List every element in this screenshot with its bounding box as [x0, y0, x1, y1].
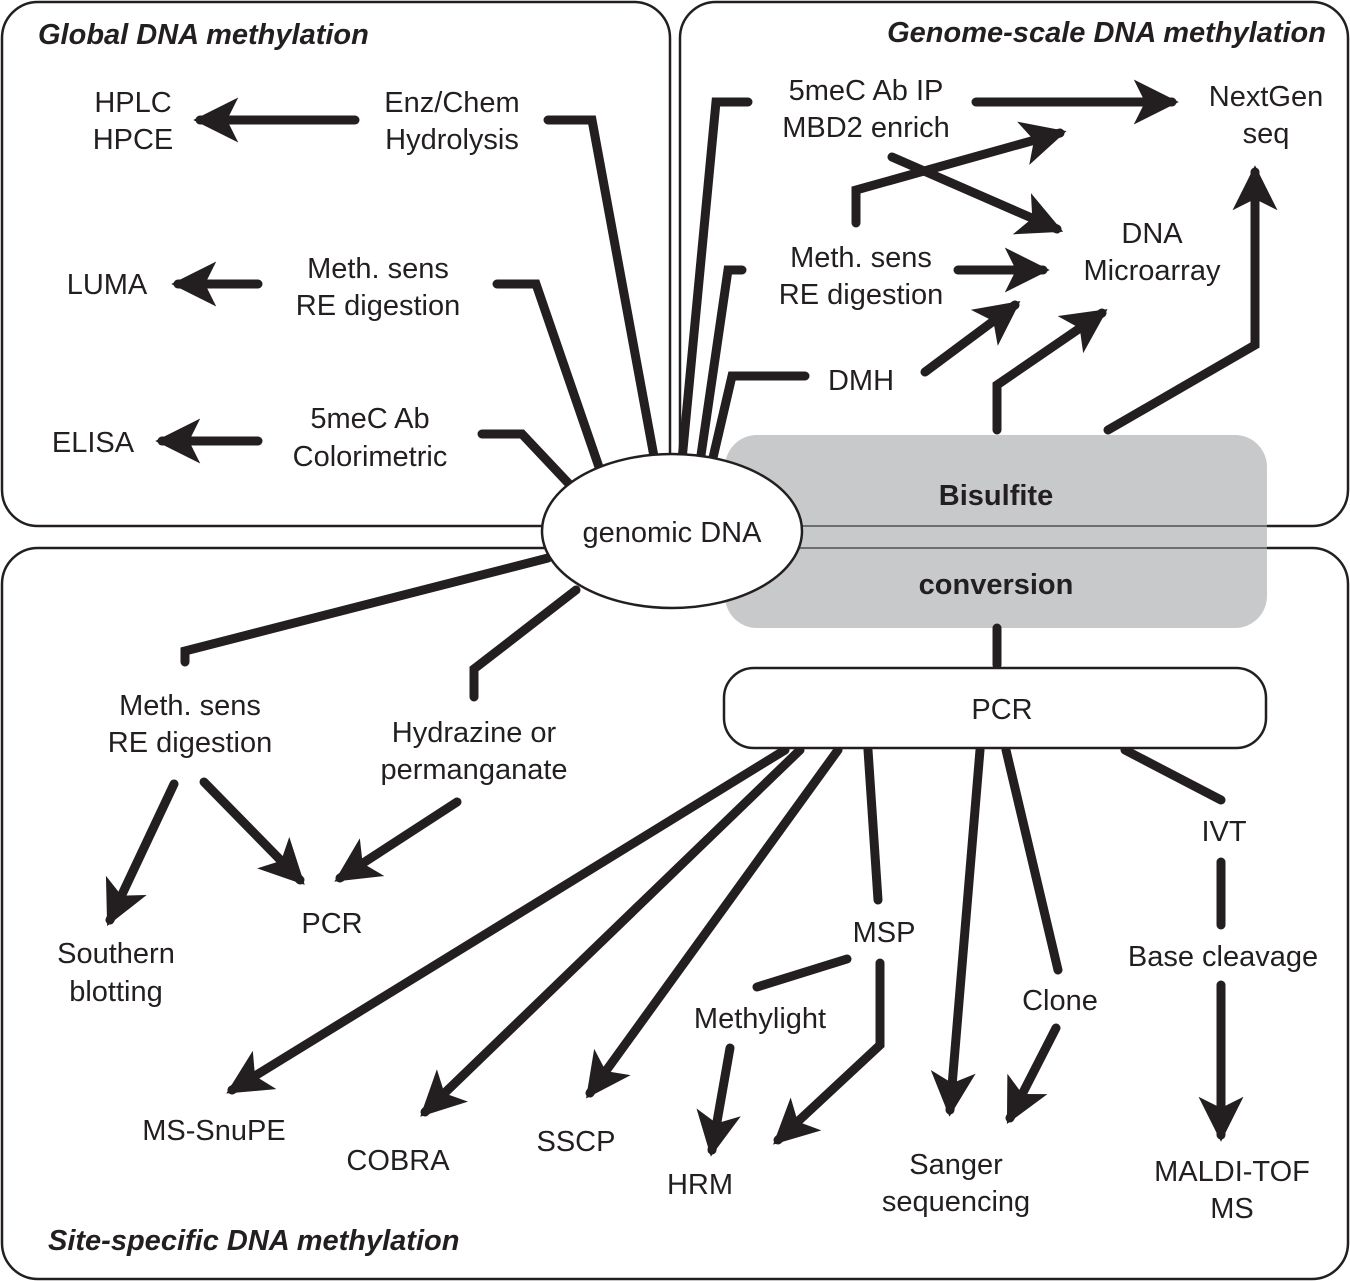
connector-pcr-msp	[863, 745, 883, 905]
meth-sens-global-node: Meth. sens RE digestion	[296, 253, 460, 322]
nextgen-line1: NextGen	[1209, 81, 1323, 113]
arrow-clone-to-sanger	[1005, 1023, 1061, 1125]
arrow-bisulfite-to-nextgen	[1103, 165, 1278, 435]
meth-sens-global-line2: RE digestion	[296, 290, 460, 322]
microarray-line2: Microarray	[1084, 255, 1221, 287]
meth-sens-genome-line1: Meth. sens	[790, 242, 932, 274]
connector-ab-ip	[677, 97, 753, 465]
sanger-line2: sequencing	[882, 1186, 1030, 1218]
hydrazine-line1: Hydrazine or	[392, 717, 557, 749]
arrow-to-sscp	[585, 745, 843, 1099]
arrow-msp-to-hrm	[773, 958, 885, 1145]
connector-msp-methylight	[752, 954, 852, 992]
hplc-node: HPLC HPCE	[93, 87, 174, 156]
sscp-node: SSCP	[537, 1126, 616, 1158]
genomic-dna-node	[540, 452, 804, 610]
connector-pcr-ivt	[1120, 745, 1226, 805]
genomic-dna-label: genomic DNA	[583, 517, 763, 549]
maldi-line1: MALDI-TOF	[1154, 1156, 1310, 1188]
meth-sens-site-line1: Meth. sens	[119, 690, 261, 722]
connector-dmh	[707, 371, 810, 467]
hydrazine-node: Hydrazine or permanganate	[380, 717, 567, 786]
enz-chem-line1: Enz/Chem	[384, 87, 519, 119]
arrow-to-ms-snupe	[226, 745, 790, 1095]
bisulfite-label: Bisulfite	[939, 480, 1053, 512]
arrow-hydrazine-to-pcr	[334, 797, 462, 883]
arrow-methylight-to-hrm	[696, 1043, 741, 1157]
arrow-to-southern	[105, 779, 179, 927]
arrow-to-cobra	[420, 745, 805, 1117]
clone-node: Clone	[1022, 985, 1098, 1017]
arrow-abip-to-microarray	[887, 152, 1064, 235]
connector-hydrazine	[469, 585, 581, 702]
ab-color-line2: Colorimetric	[293, 441, 448, 473]
base-cleavage-node: Base cleavage	[1128, 941, 1318, 973]
hplc-line1: HPLC	[94, 87, 171, 119]
cobra-node: COBRA	[346, 1145, 450, 1177]
pcr-label: PCR	[971, 694, 1032, 726]
ivt-node: IVT	[1201, 816, 1246, 848]
luma-node: LUMA	[67, 269, 148, 301]
ms-snupe-node: MS-SnuPE	[142, 1115, 285, 1147]
connector-pcr-clone	[1001, 745, 1063, 975]
meth-sens-site-line2: RE digestion	[108, 727, 272, 759]
connector-meth-sens-site	[180, 553, 553, 667]
ab-ip-line1: 5meC Ab IP	[789, 75, 944, 107]
arrow-methsens-to-nextgen	[851, 121, 1067, 228]
meth-sens-global-line1: Meth. sens	[307, 253, 449, 285]
hplc-line2: HPCE	[93, 124, 174, 156]
conversion-label: conversion	[919, 569, 1074, 601]
ab-ip-node: 5meC Ab IP MBD2 enrich	[782, 75, 950, 144]
ab-color-line1: 5meC Ab	[310, 403, 429, 435]
meth-sens-genome-node: Meth. sens RE digestion	[779, 242, 943, 311]
pcr-site-node: PCR	[301, 908, 362, 940]
arrow-dmh-to-microarray	[920, 300, 1021, 377]
methylight-node: Methylight	[694, 1003, 826, 1035]
microarray-line1: DNA	[1121, 218, 1183, 250]
microarray-node: DNA Microarray	[1084, 218, 1221, 287]
sanger-line1: Sanger	[909, 1149, 1003, 1181]
maldi-line2: MS	[1210, 1193, 1254, 1225]
global-panel	[0, 0, 672, 528]
bisulfite-box	[725, 435, 1267, 628]
meth-sens-site-node: Meth. sens RE digestion	[108, 690, 272, 759]
arrow-methsens-to-pcr	[199, 777, 305, 885]
enz-chem-line2: Hydrolysis	[385, 124, 519, 156]
dmh-node: DMH	[828, 365, 894, 397]
southern-line1: Southern	[57, 938, 175, 970]
connector-ab-color	[477, 429, 576, 491]
global-title: Global DNA methylation	[38, 19, 369, 51]
msp-node: MSP	[853, 917, 916, 949]
hrm-node: HRM	[667, 1169, 733, 1201]
genome-title: Genome-scale DNA methylation	[887, 17, 1326, 49]
nextgen-node: NextGen seq	[1209, 81, 1323, 150]
site-title: Site-specific DNA methylation	[48, 1225, 459, 1257]
maldi-node: MALDI-TOF MS	[1154, 1156, 1310, 1225]
southern-line2: blotting	[69, 976, 163, 1008]
hydrazine-line2: permanganate	[380, 754, 567, 786]
ab-colorimetric-node: 5meC Ab Colorimetric	[293, 403, 448, 473]
elisa-node: ELISA	[52, 427, 135, 459]
connector-enz-chem	[543, 115, 660, 467]
enz-chem-node: Enz/Chem Hydrolysis	[384, 87, 519, 156]
connector-meth-sens-genome	[695, 265, 747, 467]
sanger-node: Sanger sequencing	[882, 1149, 1030, 1218]
pcr-box	[722, 666, 1268, 750]
southern-node: Southern blotting	[57, 938, 175, 1008]
arrow-bisulfite-to-microarray	[992, 308, 1108, 435]
meth-sens-genome-line2: RE digestion	[779, 279, 943, 311]
connector-meth-sens-global	[492, 279, 605, 475]
nextgen-line2: seq	[1243, 118, 1290, 150]
arrow-to-sanger	[930, 745, 985, 1117]
ab-ip-line2: MBD2 enrich	[782, 112, 950, 144]
